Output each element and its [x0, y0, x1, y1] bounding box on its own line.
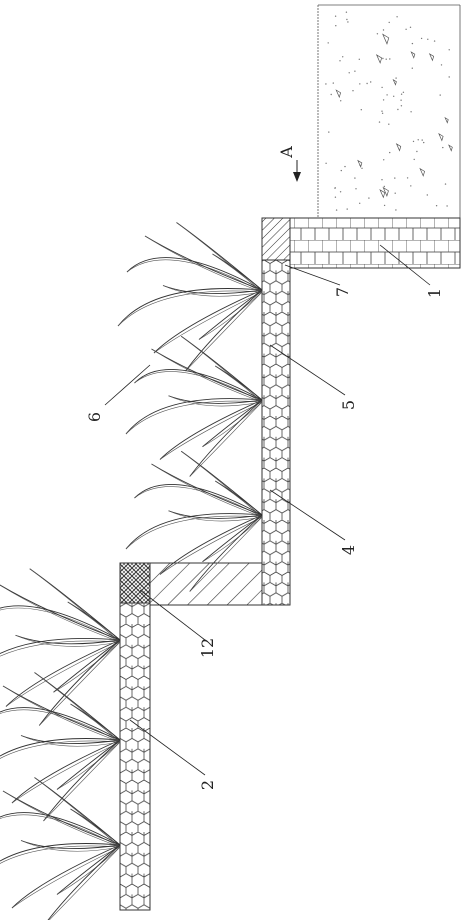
brick-foundation	[289, 217, 461, 269]
hatched-block-lower	[149, 562, 263, 606]
callout-5: 5	[339, 400, 358, 410]
callout-1: 1	[425, 288, 444, 298]
soil-region	[317, 4, 461, 218]
grass-tuft	[117, 222, 263, 372]
callout-6: 6	[85, 412, 104, 422]
grass-tuft	[0, 568, 121, 726]
leader-lines	[104, 244, 431, 776]
callout-12: 12	[198, 638, 217, 658]
grass-tuft	[0, 672, 121, 822]
gravel-speckles	[325, 11, 453, 211]
hex-layer-lower	[119, 602, 151, 911]
grass-tuft	[125, 450, 263, 592]
woven-block	[119, 562, 151, 604]
grass-tuft	[0, 777, 121, 920]
hatched-block-upper	[261, 217, 291, 261]
grass-tuft	[125, 335, 263, 477]
callout-7: 7	[333, 287, 352, 297]
grass-plants	[0, 222, 263, 920]
direction-label: A	[277, 146, 296, 159]
direction-arrow	[293, 160, 301, 182]
callout-2: 2	[198, 780, 217, 790]
callout-4: 4	[339, 545, 358, 555]
